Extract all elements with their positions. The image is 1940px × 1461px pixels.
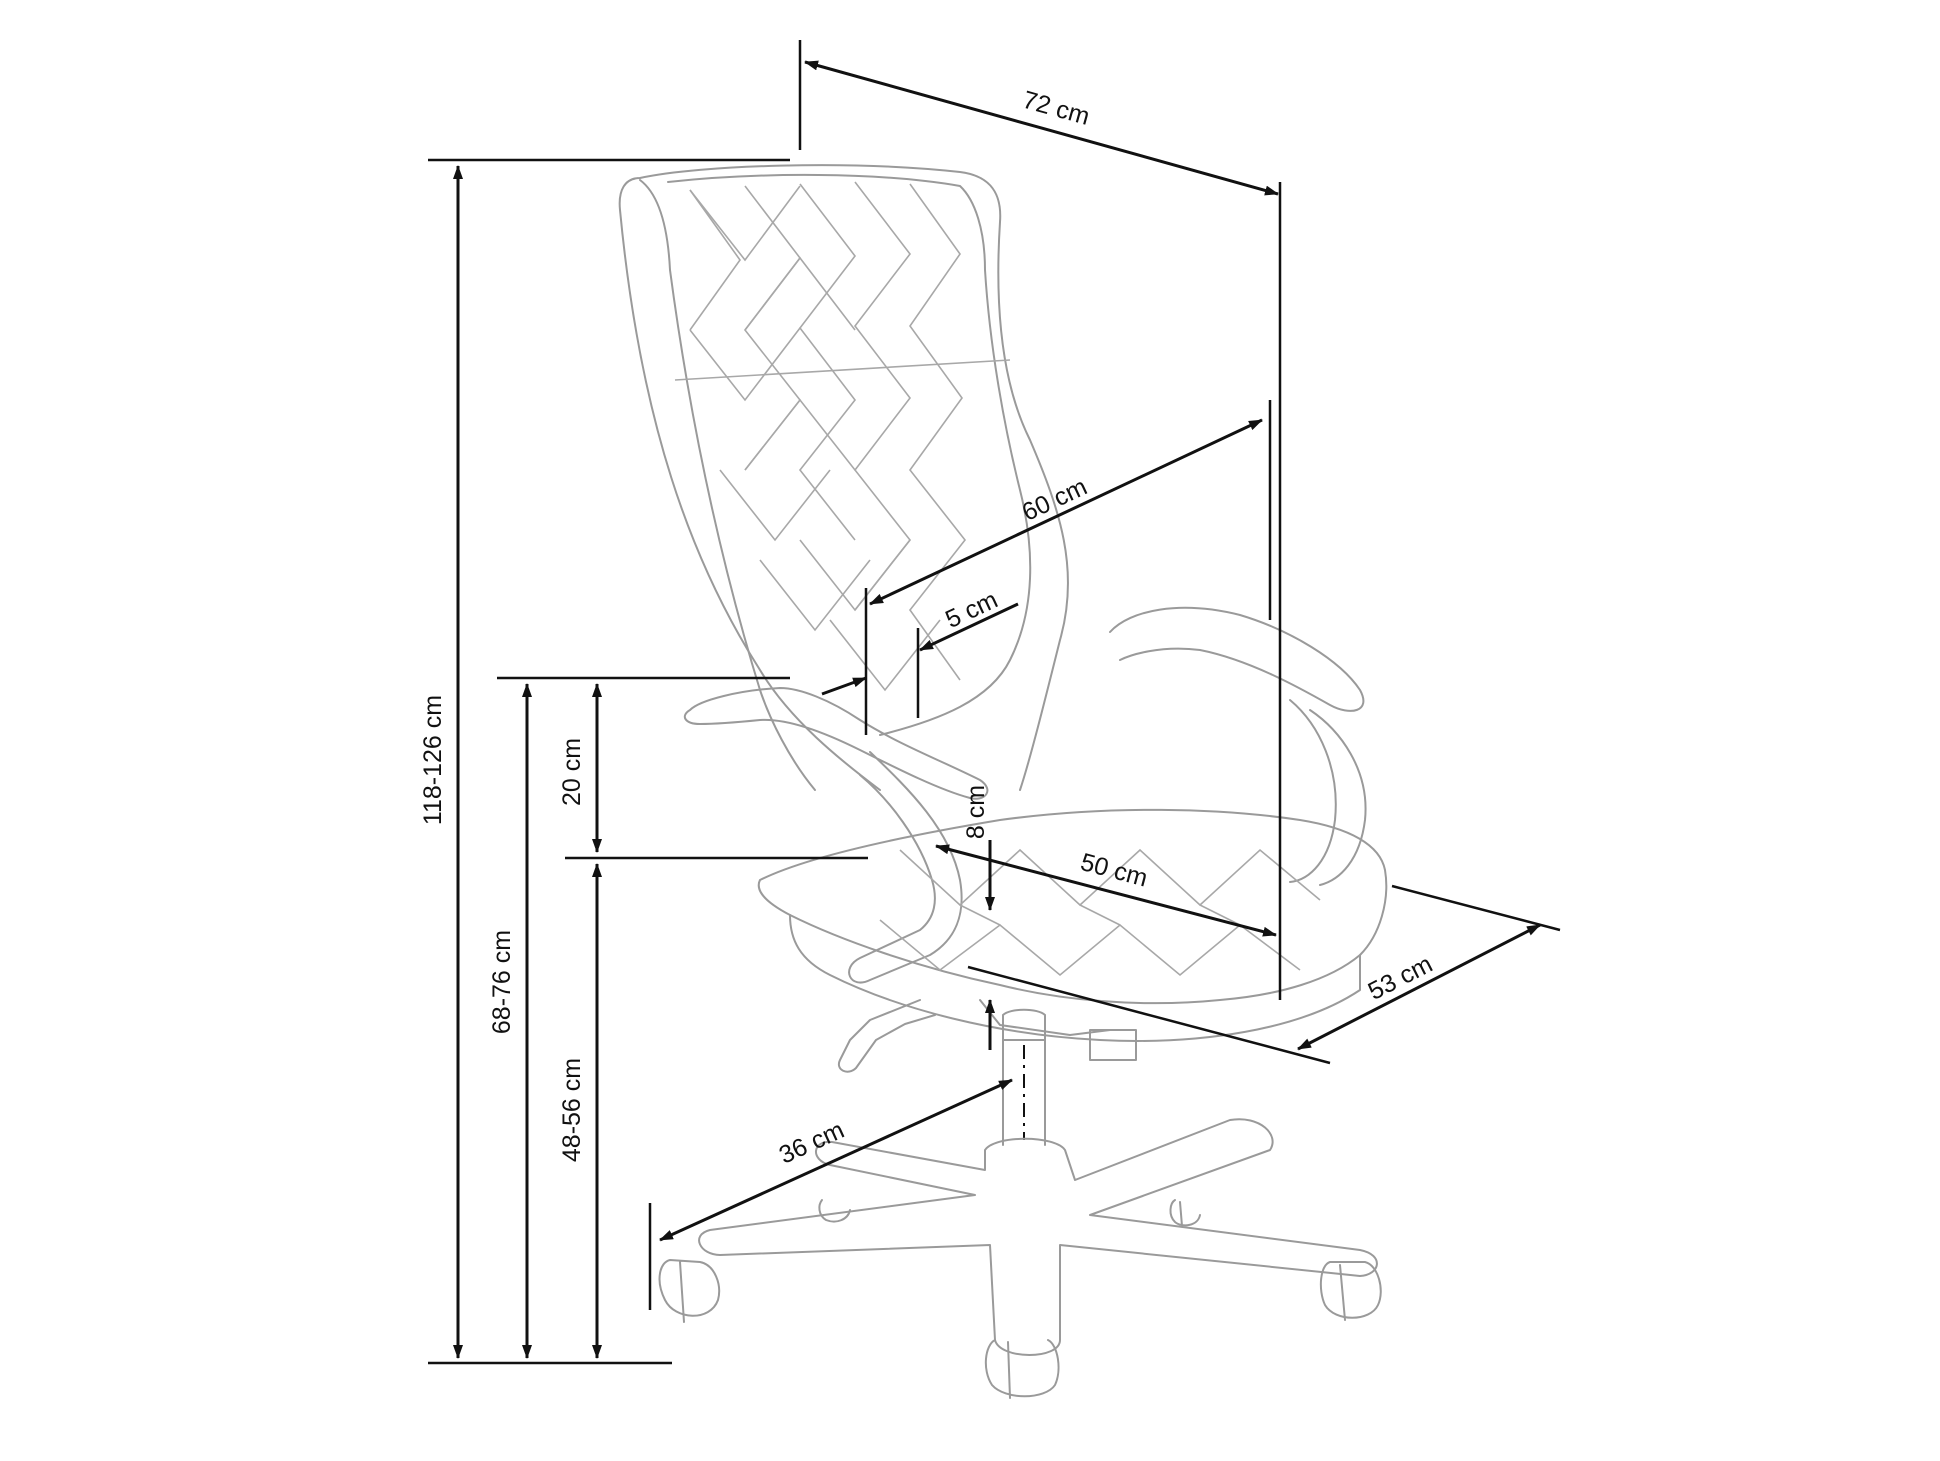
tilt-lever [837,999,936,1073]
dim-arrow-width-top [804,60,1279,196]
seat-base-edge [789,914,1361,1042]
dimension-lines [428,40,1561,1365]
dim-arrow-seat-width [935,844,1277,937]
left-armrest [683,687,989,984]
dim-arrow-thickness-left [821,676,867,696]
dimension-labels: 72 cm 60 cm 5 cm 118-126 cm 68-76 cm 20 … [419,86,1437,1170]
dim-arrow-thickness-right [919,602,1019,652]
dim-arrow-backrest-height [869,418,1263,606]
label-armrest-seat-height: 20 cm [558,738,586,806]
ext-seat-front [967,965,1331,1065]
label-armrest-floor-height: 68-76 cm [488,930,516,1034]
label-total-height: 118-126 cm [419,695,447,825]
seat-cushion [757,808,1388,1005]
ext-seat-back [1391,884,1561,932]
tension-knob [1089,1029,1137,1061]
backrest-panel [667,173,1032,736]
backrest-side [639,179,816,791]
label-seat-height: 48-56 cm [558,1058,586,1162]
office-chair-outline [618,164,1388,1399]
label-seat-thickness: 8 cm [962,785,990,839]
label-base-radius: 36 cm [775,1116,849,1170]
casters [658,1199,1382,1399]
dim-arrow-seat-depth [1297,923,1541,1051]
backrest-outline [618,164,1070,791]
right-armrest [1109,606,1367,886]
dim-arrow-base-radius [659,1078,1013,1242]
